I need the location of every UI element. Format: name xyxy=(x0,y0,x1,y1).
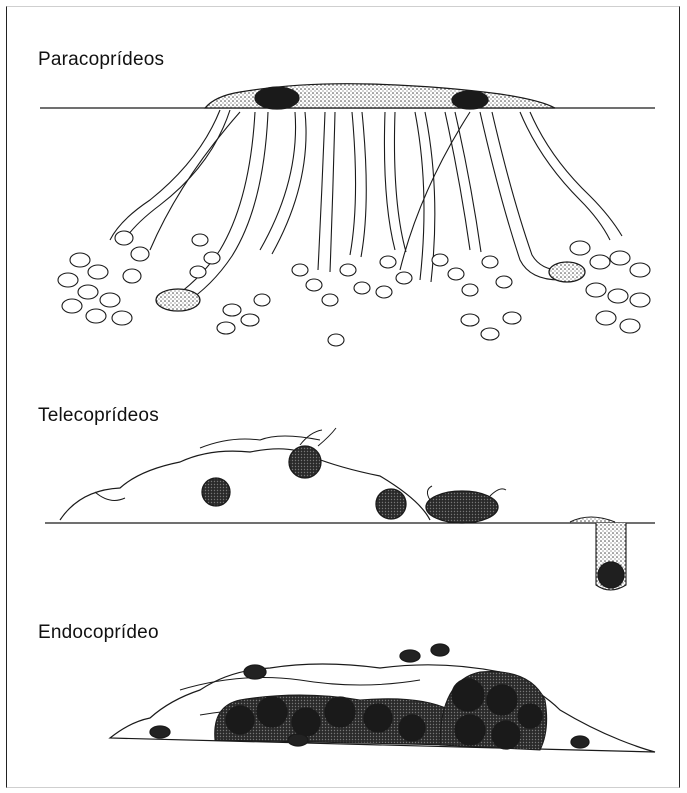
endocoprideo-diagram xyxy=(110,644,655,752)
beetle-dark-right xyxy=(452,91,488,109)
brood-ball-right xyxy=(549,262,585,282)
tunnels xyxy=(110,110,622,304)
beetle-rolling-ball xyxy=(426,491,498,523)
beetle-with-ball xyxy=(289,446,321,478)
dung-mass-tele xyxy=(60,449,430,520)
paracoprideos-diagram xyxy=(40,84,655,346)
dung-ball-1 xyxy=(202,478,230,506)
brood-ball-left xyxy=(156,289,200,311)
telecoprideos-diagram xyxy=(45,428,655,590)
egg-chamber-clusters xyxy=(58,231,650,346)
beetle-dark-left xyxy=(255,87,299,109)
dung-ball-2 xyxy=(376,489,406,519)
buried-ball xyxy=(598,562,624,588)
